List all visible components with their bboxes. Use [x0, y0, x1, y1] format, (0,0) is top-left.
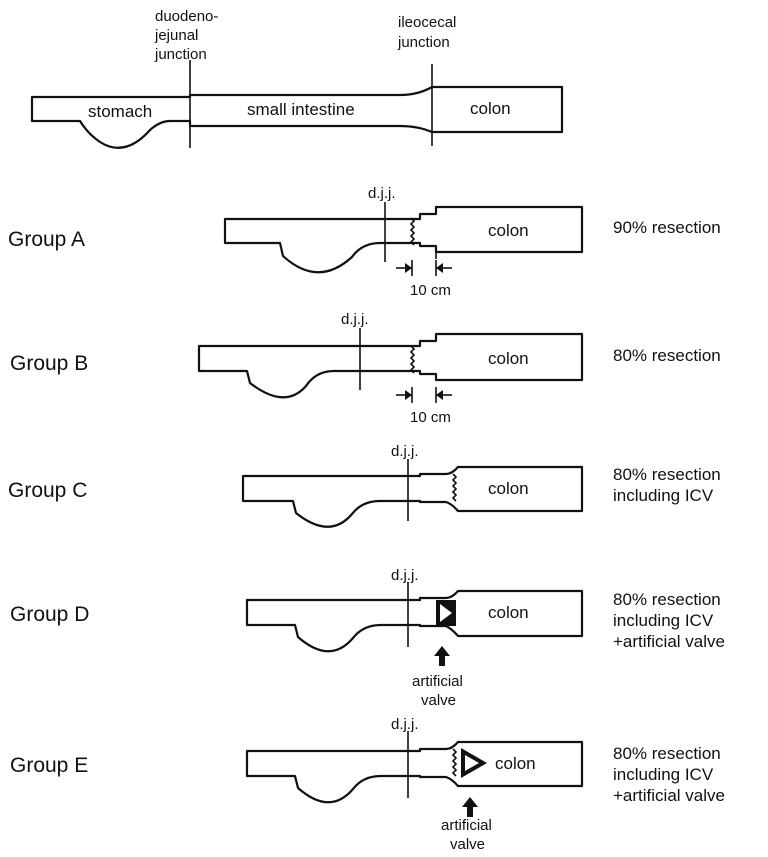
djj-label: d.j.j. [391, 443, 419, 460]
anastomosis-suture [451, 473, 458, 502]
djj-label: d.j.j. [368, 185, 396, 202]
dj-label-line1: duodeno- [155, 8, 218, 25]
up-arrow-icon [462, 797, 478, 817]
artificial-label: artificial [412, 673, 463, 690]
djj-label: d.j.j. [391, 716, 419, 733]
resection-line2: including ICV [613, 486, 714, 505]
normal-gut-outline [30, 85, 564, 149]
artificial-valve [461, 748, 487, 778]
valve-flap [440, 604, 452, 622]
group-label: Group C [8, 479, 87, 502]
colon-label: colon [488, 479, 529, 498]
group-label: Group B [10, 352, 88, 375]
artificial-valve [436, 600, 456, 626]
arrow-head [405, 390, 412, 400]
small-intestine-label: small intestine [247, 100, 355, 119]
group-d: Group D d.j.j. colon artificial valve 80… [10, 567, 725, 709]
ic-label-line1: ileocecal [398, 14, 456, 31]
group-label: Group A [8, 228, 85, 251]
group-c: Group C d.j.j. colon 80% resection inclu… [8, 443, 721, 528]
normal-gut-diagram: duodeno- jejunal junction ileocecal junc… [30, 8, 564, 149]
valve-label: valve [421, 692, 456, 709]
group-c-gut-outline [241, 465, 584, 528]
up-arrow-icon [434, 646, 450, 666]
resection-line3: +artificial valve [613, 786, 725, 805]
colon-label: colon [488, 221, 529, 240]
stomach-label: stomach [88, 102, 152, 121]
arrow-head [405, 263, 412, 273]
valve-label: valve [450, 836, 485, 852]
anastomosis-suture [409, 217, 416, 246]
colon-label: colon [470, 99, 511, 118]
dj-label-line2: jejunal [154, 27, 198, 44]
group-label: Group D [10, 603, 89, 626]
anastomosis-suture [451, 748, 458, 777]
resection-line1: 80% resection [613, 744, 721, 763]
ten-cm-label: 10 cm [410, 282, 451, 299]
resection-line1: 80% resection [613, 465, 721, 484]
colon-label: colon [488, 603, 529, 622]
group-label: Group E [10, 754, 88, 777]
group-b-gut-outline [197, 332, 584, 399]
djj-label: d.j.j. [341, 311, 369, 328]
resection-line2: including ICV [613, 765, 714, 784]
group-b: Group B d.j.j. colon 10 cm 80% resection [10, 311, 721, 426]
resection-line2: including ICV [613, 611, 714, 630]
resection-line1: 80% resection [613, 590, 721, 609]
group-e-gut-outline [245, 740, 584, 804]
resection-line3: +artificial valve [613, 632, 725, 651]
colon-label: colon [495, 754, 536, 773]
ic-label-line2: junction [397, 34, 450, 51]
resection-line1: 80% resection [613, 346, 721, 365]
group-e: Group E d.j.j. colon artificial valve 80… [10, 716, 725, 853]
group-d-gut-outline [245, 589, 584, 653]
artificial-label: artificial [441, 817, 492, 834]
group-a-gut-outline [223, 205, 584, 274]
ten-cm-label: 10 cm [410, 409, 451, 426]
arrow-head [436, 390, 443, 400]
group-a: Group A d.j.j. colon 10 cm 90% resection [8, 185, 721, 299]
anastomosis-suture [409, 345, 416, 374]
valve-inner [465, 755, 479, 771]
dj-label-line3: junction [154, 46, 207, 63]
arrow-head [436, 263, 443, 273]
colon-label: colon [488, 349, 529, 368]
djj-label: d.j.j. [391, 567, 419, 584]
resection-line1: 90% resection [613, 218, 721, 237]
